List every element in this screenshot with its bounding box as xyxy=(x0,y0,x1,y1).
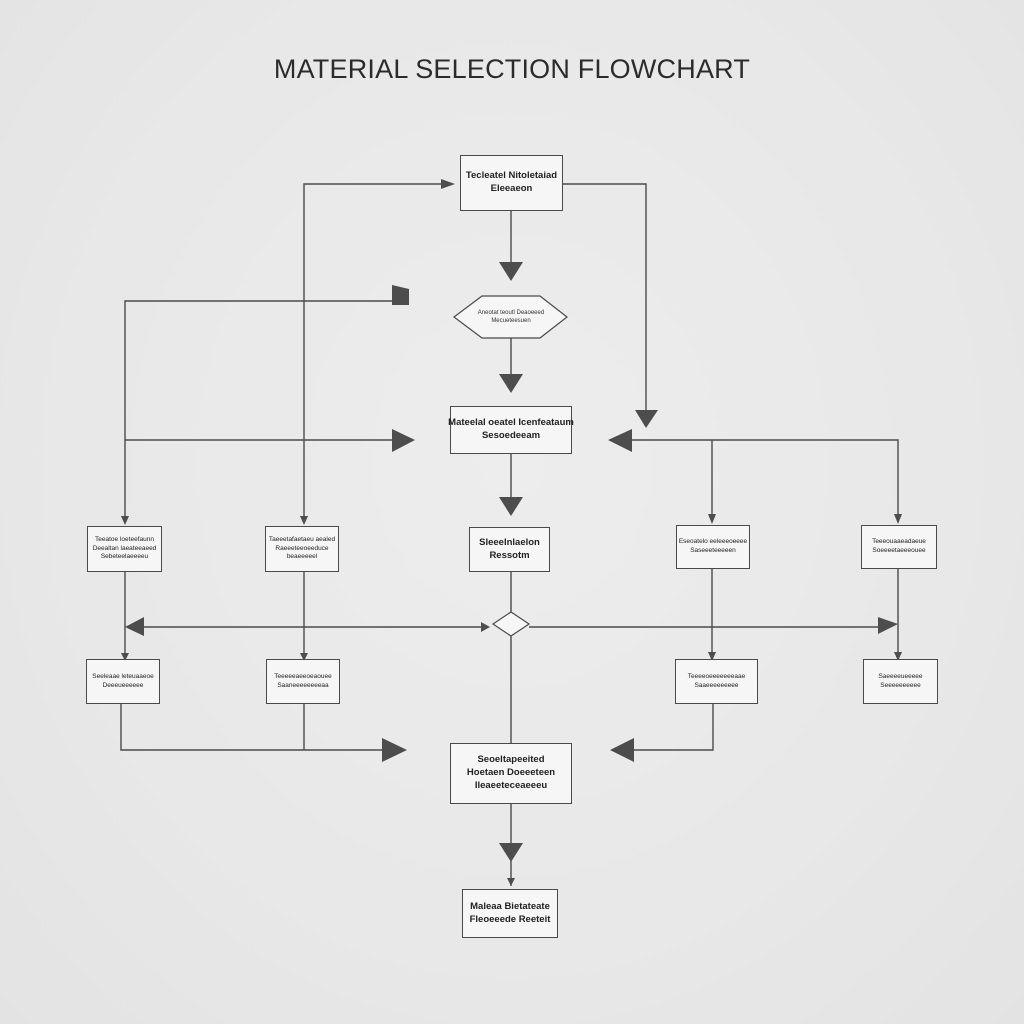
node-text-line: Teeeouaaeadaeue xyxy=(872,538,926,546)
node-text-line: Seeeeeeeeee xyxy=(880,681,921,689)
node-text-line: Saaeeeeeeeee xyxy=(694,681,739,689)
option-node-1b: Taeeetafaetaeu aealed Raeeeteeoeeduce be… xyxy=(265,526,339,572)
arrowhead-right-to-middle xyxy=(608,429,632,452)
arrowhead-into-row2d xyxy=(894,652,902,661)
connector-row2-left-merge xyxy=(120,703,382,751)
arrowhead-into-row2a xyxy=(121,653,129,661)
node-text-line: Aneotat teoutl Deaoeeed xyxy=(477,309,545,316)
page-title: MATERIAL SELECTION FLOWCHART xyxy=(273,54,751,84)
option-node-2b: Teeeeeaeeoeaouee Saaneeeeeeeeaa xyxy=(266,659,340,704)
node-text-line: Ileaeeteceaeeeu xyxy=(474,779,548,791)
arrowhead-into-row1c xyxy=(708,514,716,524)
arrowhead-into-center xyxy=(499,497,523,516)
option-node-2d: Saeeeeueeeee Seeeeeeeeee xyxy=(863,659,938,704)
node-text-line: Raeeeteeoeeduce xyxy=(275,544,329,552)
option-node-2a: Seeleaae leteuaaeoe Deeeueeeeee xyxy=(86,659,160,704)
arrowhead-into-final xyxy=(499,843,523,862)
node-text-line: Saseeeteeeeen xyxy=(690,547,736,554)
arrowhead-right-loop xyxy=(635,410,658,428)
loop-marker xyxy=(392,285,409,305)
connector-far-left-loop xyxy=(124,300,393,522)
node-text-line: Saaneeeeeeeeaa xyxy=(277,681,329,689)
node-text-line: Fleoeeede Reeteit xyxy=(469,913,551,925)
node-text-line: Taeeetafaetaeu aealed xyxy=(268,535,336,543)
node-text-line: Mateelal oeatel Icenfeataum xyxy=(448,417,574,429)
arrowhead-right-to-merge xyxy=(610,738,634,762)
arrowhead-left-to-middle xyxy=(392,429,415,452)
arrowhead-into-top xyxy=(441,179,455,189)
merge-node: Seoeltapeeited Hoetaen Doeeeteen Ileaeet… xyxy=(450,743,572,804)
connector-left-feedback-top xyxy=(303,183,441,522)
node-text-line: Deeeueeeeee xyxy=(102,681,144,689)
node-text-line: Tecleatel Nitoletaiad xyxy=(465,170,558,182)
node-text-line: Saeeeeueeeee xyxy=(878,672,923,680)
node-text-line: beaeeeeel xyxy=(286,553,318,561)
arrowhead-into-row1d xyxy=(894,514,902,524)
arrowhead-left-to-merge xyxy=(382,738,407,762)
decision-node: Aneotat teoutl Deaoeeed Mecueteesuen xyxy=(470,301,552,333)
node-text-line: Soeeeetaeeeouee xyxy=(872,547,926,554)
node-text-line: Teeeeoeeeeeeeaae xyxy=(687,672,746,680)
arrowhead-junction-right xyxy=(878,617,898,634)
node-text-line: Eleeaeon xyxy=(490,183,533,194)
evaluation-node: Mateelal oeatel Icenfeataum Sesoedeeam xyxy=(448,406,574,454)
node-text-line: Sebeteelaeeeeu xyxy=(100,553,149,561)
arrowhead-into-row2c xyxy=(708,652,716,661)
final-node: Maleaa Bietateate Fleoeeede Reeteit xyxy=(462,889,558,938)
node-text-line: Maleaa Bietateate xyxy=(470,900,550,912)
screening-node: Sleeelnlaelon Ressotm xyxy=(469,527,550,572)
connector-top-right-loop xyxy=(563,183,647,412)
decision-hexagon xyxy=(453,295,568,339)
junction-diamond xyxy=(491,611,531,637)
option-node-1d: Teeeouaaeadaeue Soeeeetaeeeouee xyxy=(861,525,937,569)
option-node-2c: Teeeeoeeeeeeeaae Saaeeeeeeeee xyxy=(675,659,758,704)
connector-row2-right-merge xyxy=(634,703,714,751)
node-text-line: Mecueteesuen xyxy=(491,318,531,324)
arrowhead-final-tail xyxy=(507,878,515,886)
option-node-1a: Teeatoe loeteefaunn Deealtan laeateeaeed… xyxy=(87,526,162,572)
arrowhead-junction-left-inner xyxy=(481,622,490,632)
node-text-line: Eseoatelo eeleeeoeeee xyxy=(678,538,748,546)
node-text-line: Teeatoe loeteefaunn xyxy=(95,535,154,543)
arrowhead-into-row1a xyxy=(121,516,129,525)
node-text-line: Teeeeeaeeoeaouee xyxy=(274,672,332,680)
node-text-line: Deealtan laeateeaeed xyxy=(92,544,157,552)
node-text-line: Hoetaen Doeeeteen xyxy=(466,767,556,779)
start-node: Tecleatel Nitoletaiad Eleeaeon xyxy=(460,155,563,211)
arrowhead-into-middle xyxy=(499,374,523,393)
option-node-1c: Eseoatelo eeleeeoeeee Saseeeteeeeen xyxy=(676,525,750,569)
node-text-line: Seoeltapeeited xyxy=(477,754,545,766)
node-text-line: Sleeelnlaelon xyxy=(479,536,540,548)
arrowhead-into-row2b xyxy=(300,653,308,661)
connector-right-branch xyxy=(632,439,899,516)
node-text-line: Seeleaae leteuaaeoe xyxy=(92,672,154,680)
arrowhead-into-row1b xyxy=(300,516,308,525)
arrowhead-junction-left xyxy=(125,617,144,636)
node-text-line: Sesoedeeam xyxy=(481,430,541,441)
node-text-line: Ressotm xyxy=(489,549,530,561)
arrowhead-into-decision xyxy=(499,262,523,281)
